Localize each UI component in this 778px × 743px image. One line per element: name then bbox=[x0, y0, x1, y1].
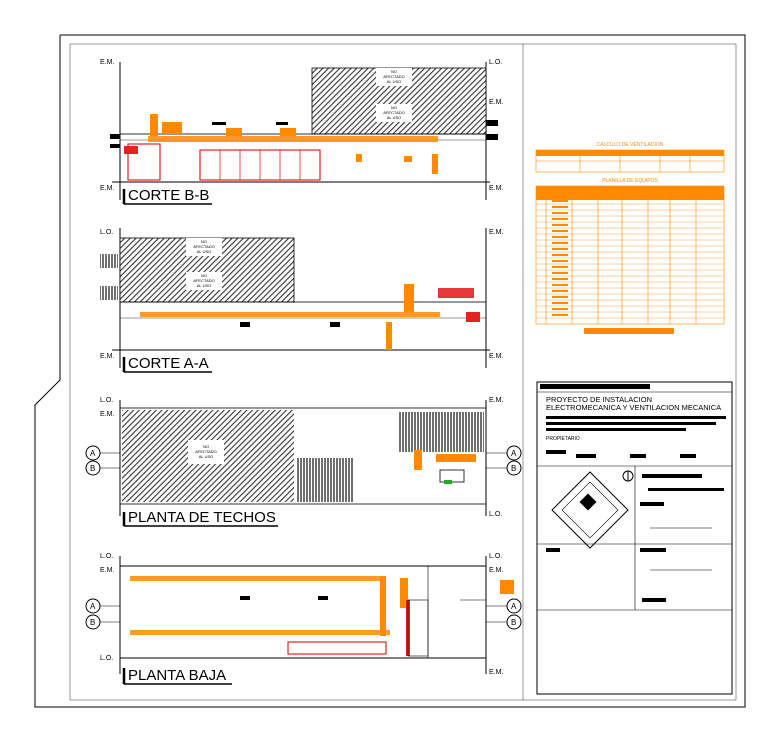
project-title: PROYECTO DE INSTALACION bbox=[546, 395, 652, 404]
table-cell bbox=[552, 224, 568, 226]
view-title: CORTE B-B bbox=[128, 187, 209, 204]
roof-note: NO bbox=[391, 69, 397, 74]
table-title: CALCULO DE VENTILACION bbox=[597, 142, 664, 148]
level-mark: E.M. bbox=[489, 99, 503, 106]
level-mark: L.O. bbox=[100, 229, 113, 236]
table-cell bbox=[552, 308, 568, 310]
level-mark: E.M. bbox=[489, 669, 503, 676]
table-cell bbox=[552, 254, 568, 256]
roof-note: NO bbox=[203, 444, 209, 449]
level-mark: L.O. bbox=[100, 553, 113, 560]
note-box bbox=[376, 104, 412, 122]
level-mark: L.O. bbox=[489, 553, 502, 560]
roof-note: AL USO bbox=[197, 249, 212, 254]
level-mark: E.M. bbox=[100, 59, 114, 66]
roof-note: AL USO bbox=[197, 283, 212, 288]
table-cell bbox=[552, 260, 568, 262]
duct-run bbox=[140, 312, 440, 317]
roof-note: AFECTADO bbox=[195, 449, 216, 454]
table-cell bbox=[552, 290, 568, 292]
roof-note: AL USO bbox=[387, 79, 402, 84]
axis-label: B bbox=[90, 618, 95, 627]
view-planta-baja bbox=[85, 556, 522, 685]
view-planta-de-techos bbox=[85, 400, 522, 527]
level-mark: E.M. bbox=[100, 353, 114, 360]
level-mark: L.O. bbox=[100, 655, 113, 662]
axis-label: B bbox=[511, 464, 516, 473]
roof-note: AFECTADO bbox=[193, 278, 214, 283]
level-mark: E.M. bbox=[489, 397, 503, 404]
view-title: CORTE A-A bbox=[128, 355, 209, 372]
table-cell bbox=[552, 284, 568, 286]
view-title: PLANTA BAJA bbox=[128, 667, 226, 684]
level-mark: L.O. bbox=[489, 511, 502, 518]
level-mark: E.M. bbox=[489, 567, 503, 574]
axis-label: A bbox=[90, 602, 96, 611]
equipment-table bbox=[535, 185, 725, 334]
duct-riser bbox=[150, 114, 158, 136]
view-title: PLANTA DE TECHOS bbox=[128, 509, 276, 526]
axis-label: B bbox=[90, 464, 95, 473]
level-mark: E.M. bbox=[489, 185, 503, 192]
table-title: PLANILLA DE EQUIPOS bbox=[602, 178, 658, 184]
duct-run bbox=[148, 136, 438, 142]
level-mark: L.O. bbox=[100, 397, 113, 404]
table-cell bbox=[552, 266, 568, 268]
sheet-border bbox=[34, 34, 746, 708]
labels: CORTE B-B CORTE A-A PLANTA DE TECHOS PLA… bbox=[90, 59, 721, 684]
table-cell bbox=[552, 218, 568, 220]
level-mark: E.M. bbox=[100, 567, 114, 574]
table-cell bbox=[552, 206, 568, 208]
table-cell bbox=[552, 200, 568, 202]
table-cell bbox=[552, 248, 568, 250]
project-title: ELECTROMECANICA Y VENTILACION MECANICA bbox=[546, 403, 721, 412]
duct-run bbox=[130, 576, 380, 581]
level-mark: E.M. bbox=[100, 411, 114, 418]
roof-note: NO bbox=[201, 239, 207, 244]
roof-note: AFECTADO bbox=[383, 74, 404, 79]
table-cell bbox=[552, 296, 568, 298]
roof-note: AL USO bbox=[199, 454, 214, 459]
table-cell bbox=[552, 236, 568, 238]
table-cell bbox=[552, 242, 568, 244]
level-mark: L.O. bbox=[489, 59, 502, 66]
view-corte-a-a bbox=[100, 228, 490, 373]
table-cell bbox=[552, 278, 568, 280]
duct-run bbox=[130, 630, 390, 635]
level-mark: E.M. bbox=[100, 185, 114, 192]
table-cell bbox=[552, 230, 568, 232]
roof-note: AFECTADO bbox=[383, 110, 404, 115]
ventilation-table bbox=[535, 149, 725, 173]
roof-note: NO bbox=[201, 273, 207, 278]
table-cell bbox=[552, 314, 568, 316]
table-cell bbox=[552, 212, 568, 214]
roof-note: AL USO bbox=[387, 115, 402, 120]
note-box bbox=[376, 68, 412, 86]
level-mark: E.M. bbox=[489, 229, 503, 236]
table-cell bbox=[552, 302, 568, 304]
table-cell bbox=[552, 272, 568, 274]
level-mark: E.M. bbox=[489, 353, 503, 360]
axis-label: A bbox=[511, 602, 517, 611]
roof-note: AFECTADO bbox=[193, 244, 214, 249]
view-corte-b-b bbox=[110, 62, 498, 205]
location-plan bbox=[551, 471, 629, 549]
axis-label: B bbox=[511, 618, 516, 627]
axis-label: A bbox=[90, 449, 96, 458]
owner-label: PROPIETARIO : bbox=[546, 436, 583, 442]
roof-note: NO bbox=[391, 105, 397, 110]
title-block bbox=[536, 381, 733, 695]
axis-label: A bbox=[511, 449, 517, 458]
